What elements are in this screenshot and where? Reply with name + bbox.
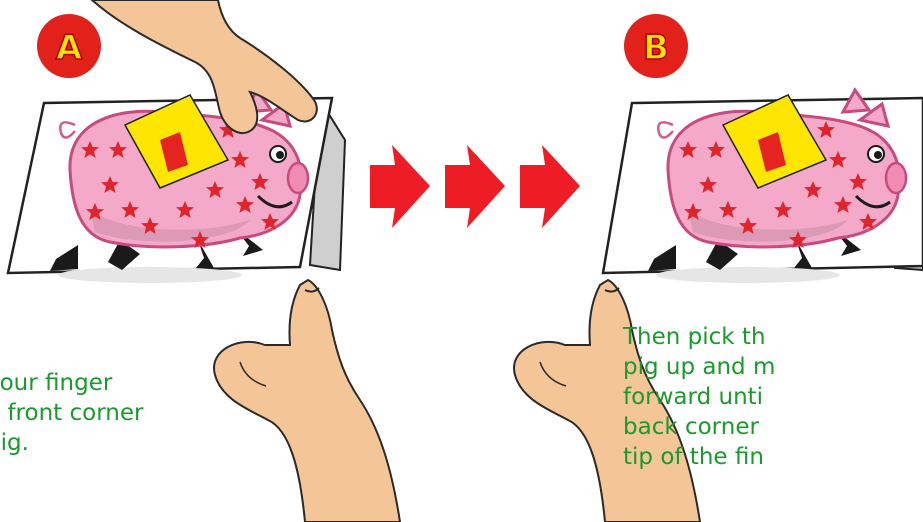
- caption-a-line: pig.: [0, 430, 29, 456]
- caption-a-line: e front corner: [0, 400, 144, 426]
- caption-b-line: pig up and m: [623, 354, 776, 380]
- caption-b-line: Then pick th: [623, 324, 766, 350]
- caption-b-line: tip of the fin: [623, 444, 764, 470]
- caption-b-line: forward unti: [623, 384, 764, 410]
- finger-pointer-icon: [213, 279, 401, 522]
- badge-a-letter: A: [56, 28, 83, 68]
- hand-top-icon: [90, 0, 318, 134]
- caption-b-line: back corner: [623, 414, 759, 440]
- caption-b: Then pick th pig up and m forward unti b…: [623, 322, 775, 472]
- panel-a: A: [6, 0, 401, 522]
- arrow-right-icon: [370, 145, 430, 228]
- caption-a-line: your finger: [0, 370, 113, 396]
- caption-a: your finger e front corner pig.: [0, 368, 143, 458]
- arrow-right-icon: [445, 145, 505, 228]
- badge-b: B: [624, 14, 688, 78]
- arrows: [370, 145, 580, 228]
- badge-a: A: [37, 14, 101, 78]
- badge-b-letter: B: [643, 28, 669, 68]
- panel-b: B: [513, 14, 923, 522]
- arrow-right-icon: [520, 145, 580, 228]
